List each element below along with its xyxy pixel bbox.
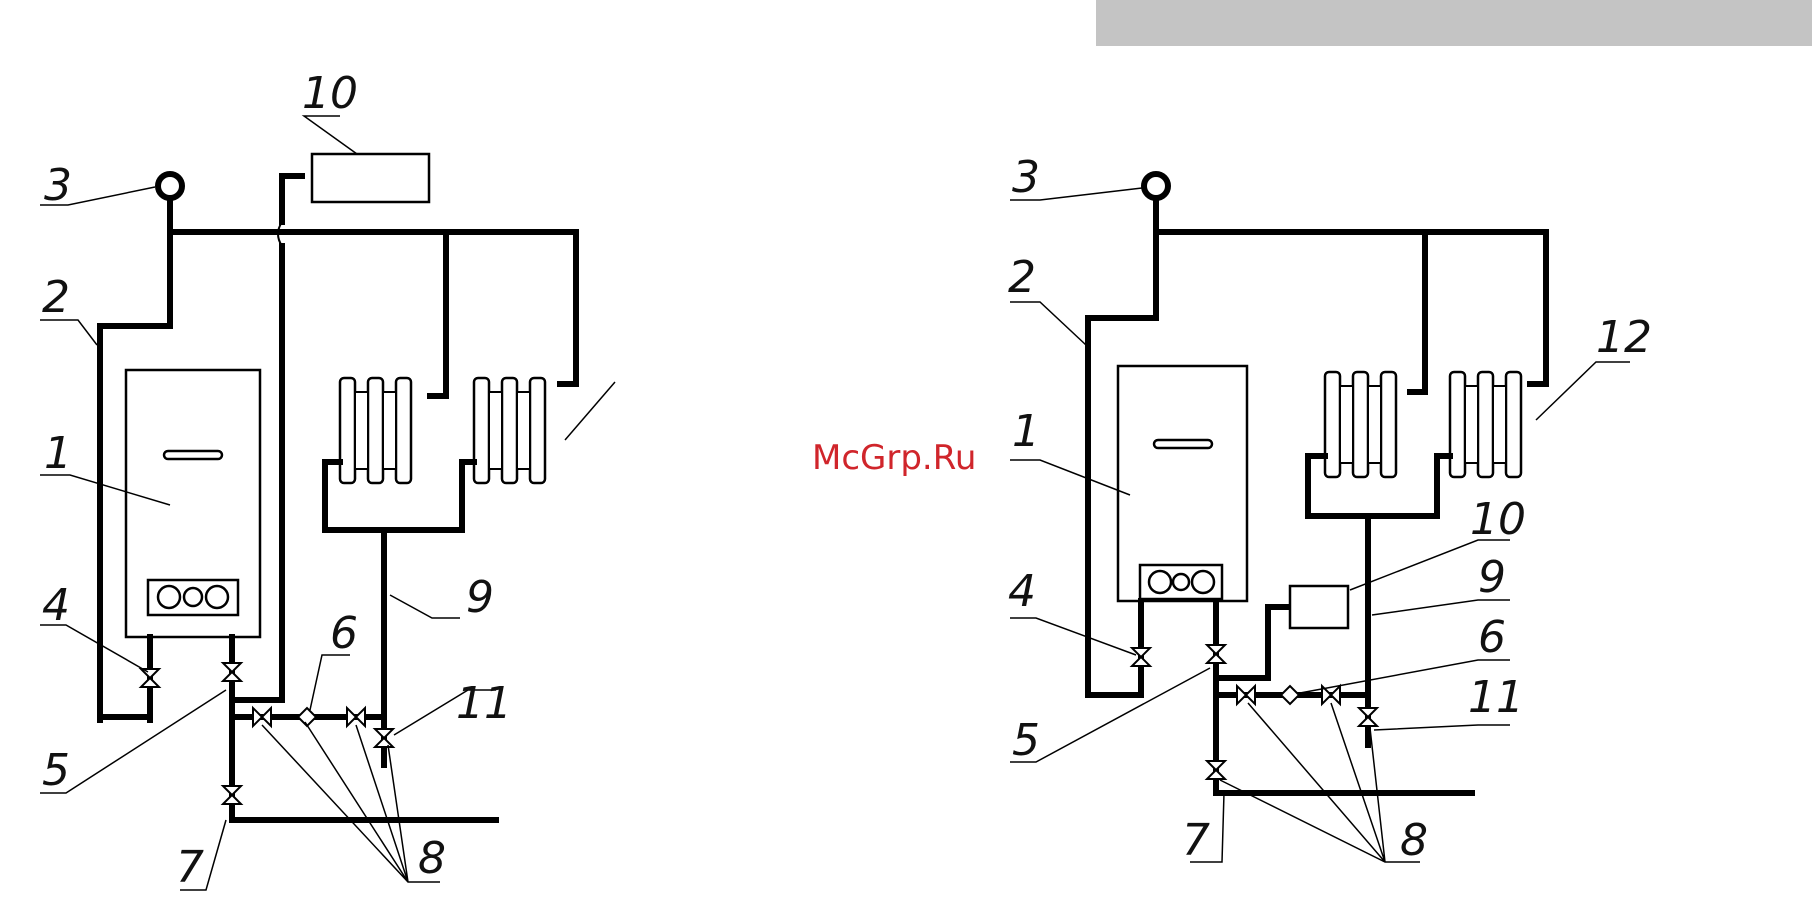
left-label-5: 5 [42,745,70,796]
left-radiator-2 [474,378,545,483]
right-label-9: 9 [1478,552,1506,603]
right-valve-5 [1207,645,1225,663]
right-valve-4 [1132,648,1150,666]
right-label-6: 6 [1478,612,1506,663]
left-radiator-branch [430,232,446,396]
right-label-1: 1 [1012,406,1040,457]
left-valve-4 [141,669,159,687]
left-radiator-1 [340,378,411,483]
right-radiator-2 [1450,372,1521,477]
left-label-1: 1 [44,428,72,479]
right-label-5: 5 [1012,715,1040,766]
left-filter-6 [298,708,316,726]
right-label-12: 12 [1596,312,1652,363]
left-label-6: 6 [330,608,358,659]
right-valve-7 [1207,761,1225,779]
left-valve-8b [347,708,365,726]
right-label-8: 8 [1400,815,1428,866]
right-label-7: 7 [1182,815,1210,866]
left-label-4: 4 [42,580,70,631]
left-label-8: 8 [418,833,446,884]
left-label-11: 11 [456,678,512,729]
right-label-2: 2 [1008,252,1036,303]
left-return-pipe [325,462,474,718]
right-label-3: 3 [1012,152,1040,203]
left-device-10 [312,154,429,202]
right-scheme [1010,174,1630,862]
left-valve-7 [223,786,241,804]
left-scheme [40,116,615,890]
left-label-7: 7 [176,842,204,893]
right-label-11: 11 [1468,672,1524,723]
left-expansion-tank [158,174,182,198]
right-label-10: 10 [1470,494,1526,545]
left-label-2: 2 [42,272,70,323]
right-radiator-1 [1325,372,1396,477]
right-expansion-tank [1144,174,1168,198]
left-valve-11 [375,729,393,747]
right-valve-11 [1359,708,1377,726]
right-valve-8a [1237,686,1255,704]
left-label-10: 10 [302,68,358,119]
right-filter-6 [1281,686,1299,704]
right-label-4: 4 [1008,566,1036,617]
left-label-9: 9 [466,572,494,623]
right-radiator-branch [1410,232,1425,392]
right-bypass-pipe [1088,627,1141,695]
left-label-3: 3 [44,160,72,211]
left-valve-5 [223,663,241,681]
left-valve-8a [253,708,271,726]
watermark-text: McGrp.Ru [812,438,976,478]
right-device-10 [1290,586,1348,628]
left-riser-pipe [282,176,302,700]
